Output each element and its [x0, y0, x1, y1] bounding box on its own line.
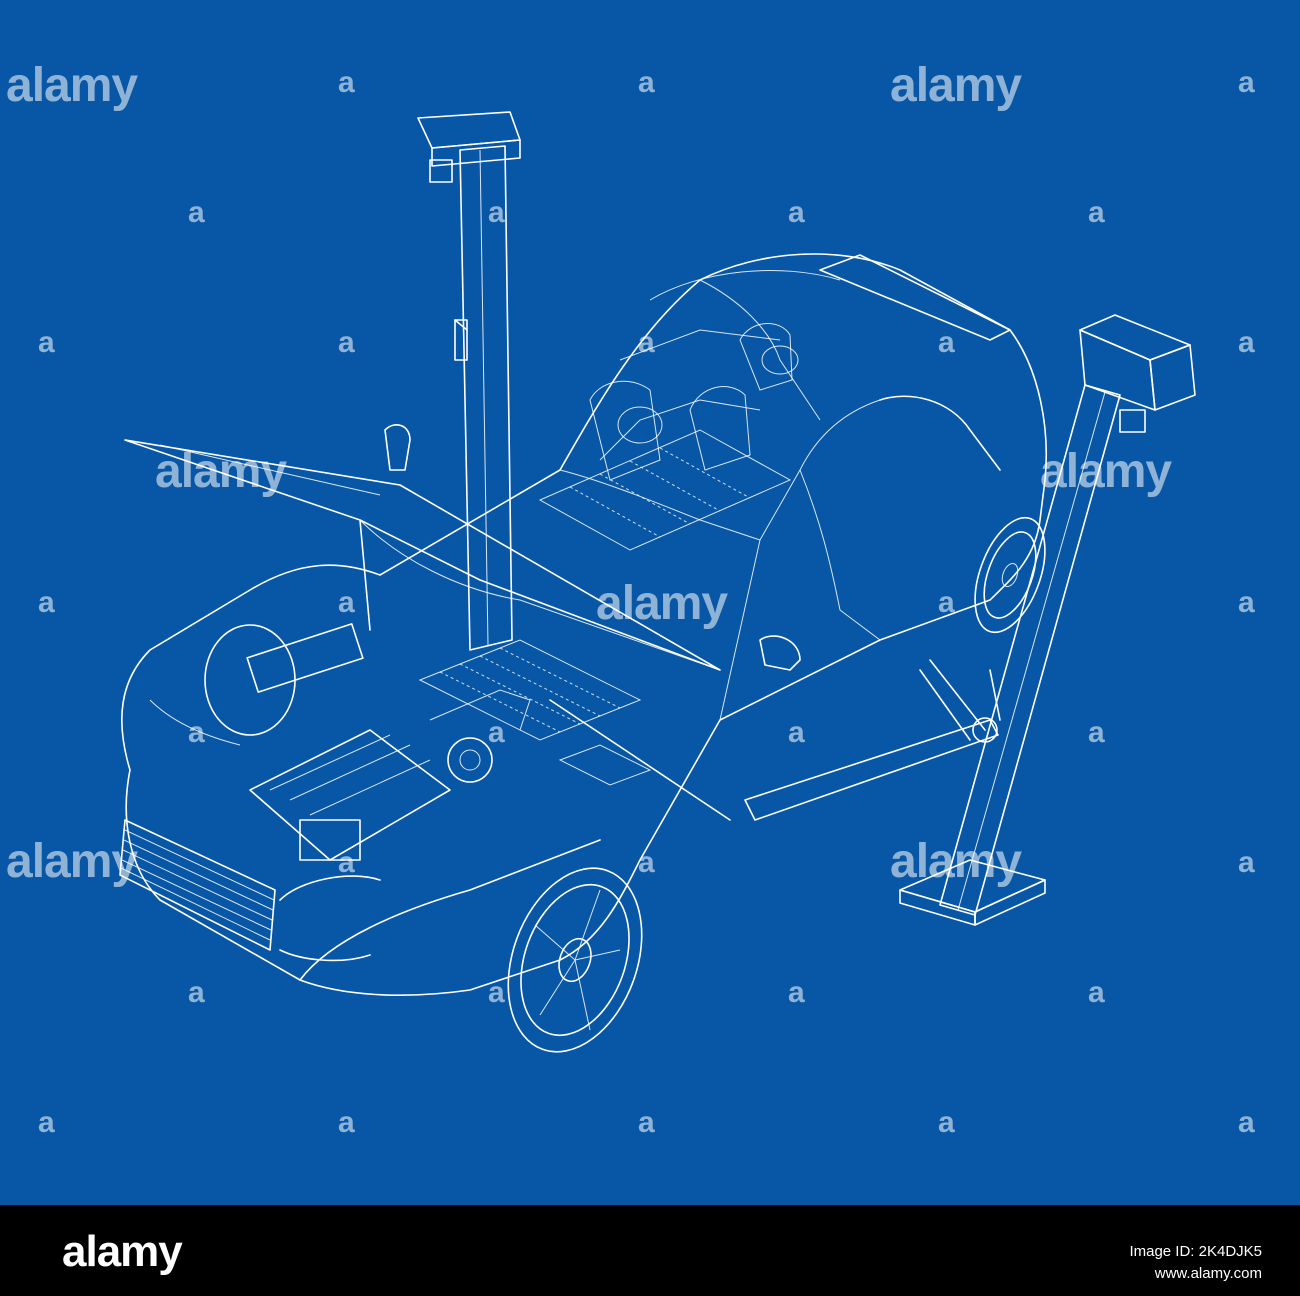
- watermark-mark: a: [788, 716, 805, 749]
- watermark-mark: a: [788, 976, 805, 1009]
- watermark-word: alamy: [6, 835, 138, 888]
- watermark-mark: a: [38, 1106, 55, 1139]
- watermark-word: alamy: [890, 835, 1022, 888]
- watermark-mark: a: [188, 976, 205, 1009]
- watermark-mark: a: [1238, 326, 1255, 359]
- battery-floor: [418, 429, 792, 786]
- open-hood: [124, 439, 721, 671]
- watermark-mark: a: [938, 1106, 955, 1139]
- watermark-mark: a: [938, 326, 955, 359]
- interior-seats: [589, 323, 799, 481]
- watermark-word: alamy: [1040, 445, 1172, 498]
- car-body: [121, 253, 1048, 997]
- watermark-word: alamy: [155, 445, 287, 498]
- watermark-mark: a: [638, 1106, 655, 1139]
- engine-bay: [204, 623, 531, 861]
- watermark-mark: a: [188, 716, 205, 749]
- left-lift-post: [417, 111, 521, 651]
- watermark-mark: a: [338, 846, 355, 879]
- watermark-mark: a: [488, 976, 505, 1009]
- image-id-label: Image ID: 2K4DJK5: [1129, 1243, 1262, 1260]
- footer-logo: alamy: [62, 1227, 183, 1276]
- watermark-mark: a: [1088, 976, 1105, 1009]
- watermark-mark: a: [638, 66, 655, 99]
- watermark-mark: a: [1238, 66, 1255, 99]
- watermark-mark: a: [638, 846, 655, 879]
- watermark-mark: a: [188, 196, 205, 229]
- watermark-mark: a: [338, 66, 355, 99]
- watermark-mark: a: [338, 586, 355, 619]
- watermark-mark: a: [788, 196, 805, 229]
- watermark-mark: a: [38, 326, 55, 359]
- right-lift-post: [899, 314, 1196, 926]
- front-wheel: [507, 867, 643, 1053]
- watermark-word: alamy: [6, 59, 138, 112]
- front-grille: [119, 819, 381, 962]
- watermark-mark: a: [638, 326, 655, 359]
- footer-bar: alamy Image ID: 2K4DJK5 www.alamy.com: [0, 1205, 1300, 1296]
- watermark-mark: a: [488, 716, 505, 749]
- watermark-mark: a: [338, 1106, 355, 1139]
- watermark-mark: a: [1238, 1106, 1255, 1139]
- watermark-mark: a: [488, 196, 505, 229]
- watermark-word: alamy: [596, 577, 728, 630]
- watermark-word: alamy: [890, 59, 1022, 112]
- watermark-mark: a: [338, 326, 355, 359]
- blueprint-illustration: alamy a a alamy a a a a a a a a a a alam…: [6, 59, 1255, 1139]
- lift-arms: [549, 659, 1001, 821]
- watermark-mark: a: [938, 586, 955, 619]
- watermark-mark: a: [1088, 196, 1105, 229]
- watermark-mark: a: [38, 586, 55, 619]
- watermark-mark: a: [1238, 586, 1255, 619]
- car-on-lift-wireframe: [119, 111, 1196, 1053]
- watermark-mark: a: [1238, 846, 1255, 879]
- watermark-mark: a: [1088, 716, 1105, 749]
- site-url[interactable]: www.alamy.com: [1154, 1265, 1262, 1282]
- rear-wheel: [974, 516, 1046, 634]
